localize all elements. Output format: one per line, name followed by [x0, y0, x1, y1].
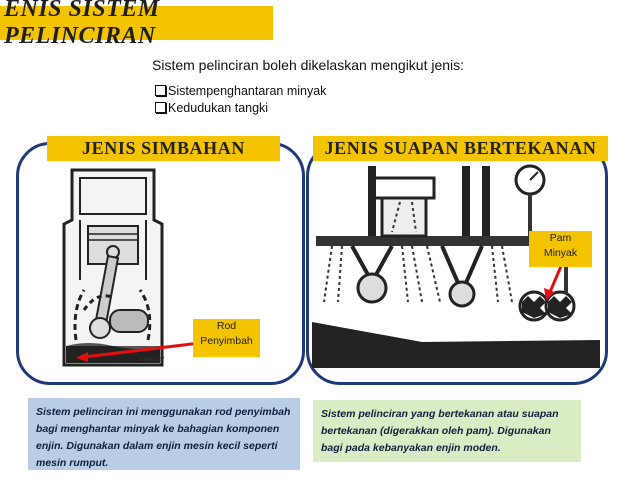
- intro-text: Sistem pelinciran boleh dikelaskan mengi…: [152, 57, 465, 73]
- red-pointer-arrow: [544, 263, 564, 300]
- red-pointer-arrow: [76, 341, 201, 362]
- pressure-description: Sistem pelinciran yang bertekanan atau s…: [313, 400, 581, 462]
- rod-callout: Rod Penyimbah: [193, 319, 260, 357]
- splash-header: JENIS SIMBAHAN: [47, 136, 280, 161]
- pressure-header: JENIS SUAPAN BERTEKANAN: [313, 136, 608, 161]
- callout-text: Minyak: [543, 247, 578, 259]
- splash-engine-diagram: [62, 168, 164, 367]
- callout-text: Rod: [216, 320, 237, 332]
- callout-text: Pam: [549, 232, 572, 244]
- pressure-engine-diagram: [312, 164, 600, 368]
- bullet-text: Sistempenghantaran minyak: [168, 83, 327, 98]
- page-title: ENIS SISTEM PELINCIRAN: [4, 0, 160, 49]
- checkbox-bullet-icon: [155, 85, 166, 96]
- bullet-item: Sistempenghantaran minyak: [155, 82, 326, 99]
- checkbox-bullet-icon: [155, 102, 166, 113]
- bullet-text: Kedudukan tangki: [168, 100, 269, 115]
- title-banner: ENIS SISTEM PELINCIRAN: [0, 0, 273, 49]
- bullet-list: Sistempenghantaran minyak Kedudukan tang…: [155, 82, 326, 116]
- callout-text: Penyimbah: [200, 335, 253, 347]
- diagram-code-label: CM610257: [140, 357, 165, 363]
- pump-callout: Pam Minyak: [529, 231, 592, 267]
- bullet-item: Kedudukan tangki: [155, 99, 326, 116]
- splash-description: Sistem pelinciran ini menggunakan rod pe…: [28, 398, 300, 470]
